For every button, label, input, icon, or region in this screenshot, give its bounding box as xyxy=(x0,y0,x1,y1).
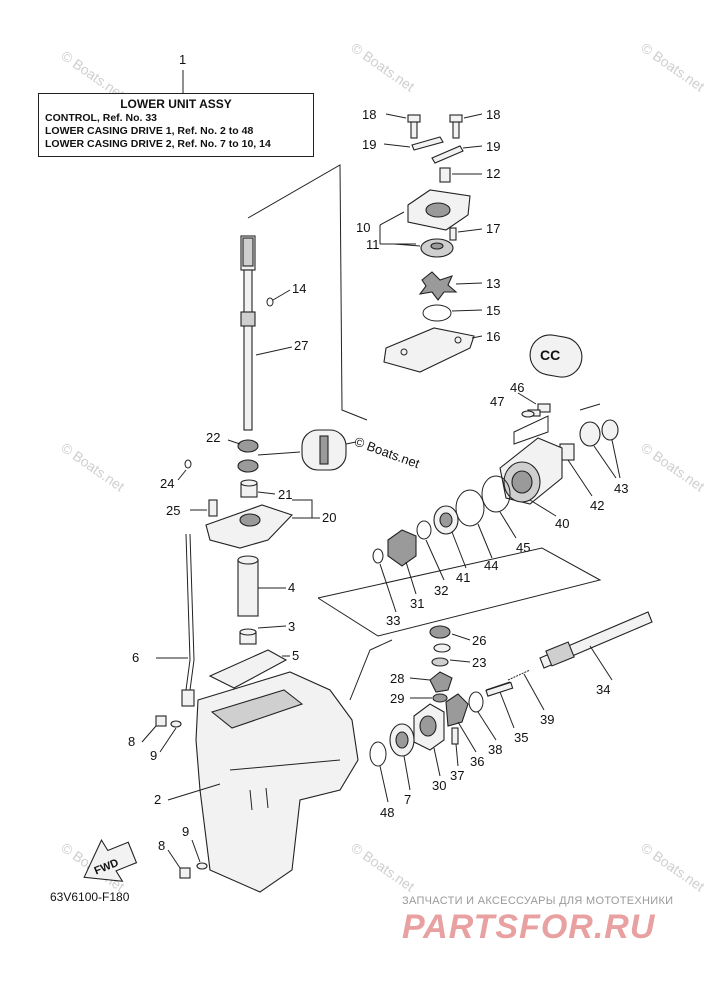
bolt-46-group: 46 47 xyxy=(490,380,551,445)
callout-8-upper: 8 xyxy=(128,734,135,749)
callout-29: 29 xyxy=(390,691,404,706)
legend-line: CONTROL, Ref. No. 33 xyxy=(45,112,158,124)
watermark-layer: © Boats.net © Boats.net © Boats.net © Bo… xyxy=(58,39,707,894)
callout-15: 15 xyxy=(486,303,500,318)
callout-37: 37 xyxy=(450,768,464,783)
callout-14: 14 xyxy=(292,281,306,296)
water-pump-group: 18 18 19 19 12 10 17 11 13 15 xyxy=(356,107,500,373)
callout-18-right: 18 xyxy=(486,107,500,122)
callout-35: 35 xyxy=(514,730,528,745)
grease-tube-icon-2 xyxy=(301,429,347,471)
site-logo[interactable]: PARTSFOR.RU xyxy=(402,908,656,946)
callout-1: 1 xyxy=(179,52,186,67)
callout-7: 7 xyxy=(404,792,411,807)
callout-43: 43 xyxy=(614,481,628,496)
propeller-shaft-housing-group: 43 42 40 45 44 41 32 31 33 xyxy=(317,403,628,637)
callout-23: 5 xyxy=(292,648,299,663)
callout-17: 17 xyxy=(486,221,500,236)
watermark: © Boats.net xyxy=(638,439,707,494)
callout-9-lower: 9 xyxy=(182,824,189,839)
callout-26: 6 xyxy=(132,650,139,665)
callout-46: 46 xyxy=(510,380,524,395)
callout-3: 3 xyxy=(288,619,295,634)
svg-text:CC: CC xyxy=(540,347,560,363)
watermark: © Boats.net xyxy=(638,839,707,894)
callout-2: 2 xyxy=(154,792,161,807)
site-tagline: ЗАПЧАСТИ И АКСЕССУАРЫ ДЛЯ МОТОТЕХНИКИ xyxy=(402,895,674,907)
callout-6: 23 xyxy=(472,655,486,670)
shift-rod-group: 6 xyxy=(132,533,195,707)
grease-tube-icon: CC xyxy=(529,334,583,378)
center-watermark: © Boats.net xyxy=(352,434,422,472)
callout-42: 42 xyxy=(590,498,604,513)
pinion-group: 26 23 28 29 xyxy=(390,625,486,706)
callout-28: 28 xyxy=(390,671,404,686)
callout-24: 24 xyxy=(160,476,174,491)
callout-13: 13 xyxy=(486,276,500,291)
callout-31: 31 xyxy=(410,596,424,611)
callout-19-left: 19 xyxy=(362,137,376,152)
figure-code: 63V6100-F180 xyxy=(50,890,130,904)
callout-48: 48 xyxy=(380,805,394,820)
callout-4: 4 xyxy=(288,580,295,595)
callout-20: 20 xyxy=(322,510,336,525)
lower-casing-body: 2 xyxy=(154,671,359,893)
callout-41: 41 xyxy=(456,570,470,585)
forward-arrow-icon: FWD xyxy=(83,838,138,882)
watermark: © Boats.net xyxy=(348,39,417,94)
callout-34: 34 xyxy=(596,682,610,697)
legend-title: LOWER UNIT ASSY xyxy=(120,97,232,111)
callout-16: 16 xyxy=(486,329,500,344)
lower-casing-upper-group: 4 3 5 xyxy=(208,555,299,689)
callout-25: 25 xyxy=(166,503,180,518)
callout-36: 36 xyxy=(470,754,484,769)
propeller-shaft-group: 34 35 39 38 36 37 30 7 48 xyxy=(349,611,653,820)
callout-44: 44 xyxy=(484,558,498,573)
legend-line: LOWER CASING DRIVE 2, Ref. No. 7 to 10, … xyxy=(45,138,271,150)
callout-21: 21 xyxy=(278,487,292,502)
callout-38: 38 xyxy=(488,742,502,757)
upper-bearing-group: 22 24 21 25 20 xyxy=(160,430,336,549)
callout-40: 40 xyxy=(555,516,569,531)
drain-screw-group: 8 9 8 9 xyxy=(128,715,208,879)
callout-10: 10 xyxy=(356,220,370,235)
callout-33: 33 xyxy=(386,613,400,628)
callout-19-right: 19 xyxy=(486,139,500,154)
callout-45: 45 xyxy=(516,540,530,555)
callout-22: 22 xyxy=(206,430,220,445)
watermark: © Boats.net xyxy=(348,839,417,894)
legend-box: LOWER UNIT ASSY CONTROL, Ref. No. 33 LOW… xyxy=(38,93,314,157)
watermark: © Boats.net xyxy=(58,439,127,494)
callout-9-upper: 9 xyxy=(150,748,157,763)
drive-shaft-group: 14 27 xyxy=(240,164,368,431)
callout-27: 27 xyxy=(294,338,308,353)
callout-39: 39 xyxy=(540,712,554,727)
callout-8-lower: 8 xyxy=(158,838,165,853)
callout-5: 26 xyxy=(472,633,486,648)
callout-11: 11 xyxy=(366,237,380,252)
callout-18-left: 18 xyxy=(362,107,376,122)
callout-32: 32 xyxy=(434,583,448,598)
callout-12: 12 xyxy=(486,166,500,181)
watermark: © Boats.net xyxy=(638,39,707,94)
callout-30: 30 xyxy=(432,778,446,793)
callout-47: 47 xyxy=(490,394,504,409)
legend-line: LOWER CASING DRIVE 1, Ref. No. 2 to 48 xyxy=(45,125,254,137)
